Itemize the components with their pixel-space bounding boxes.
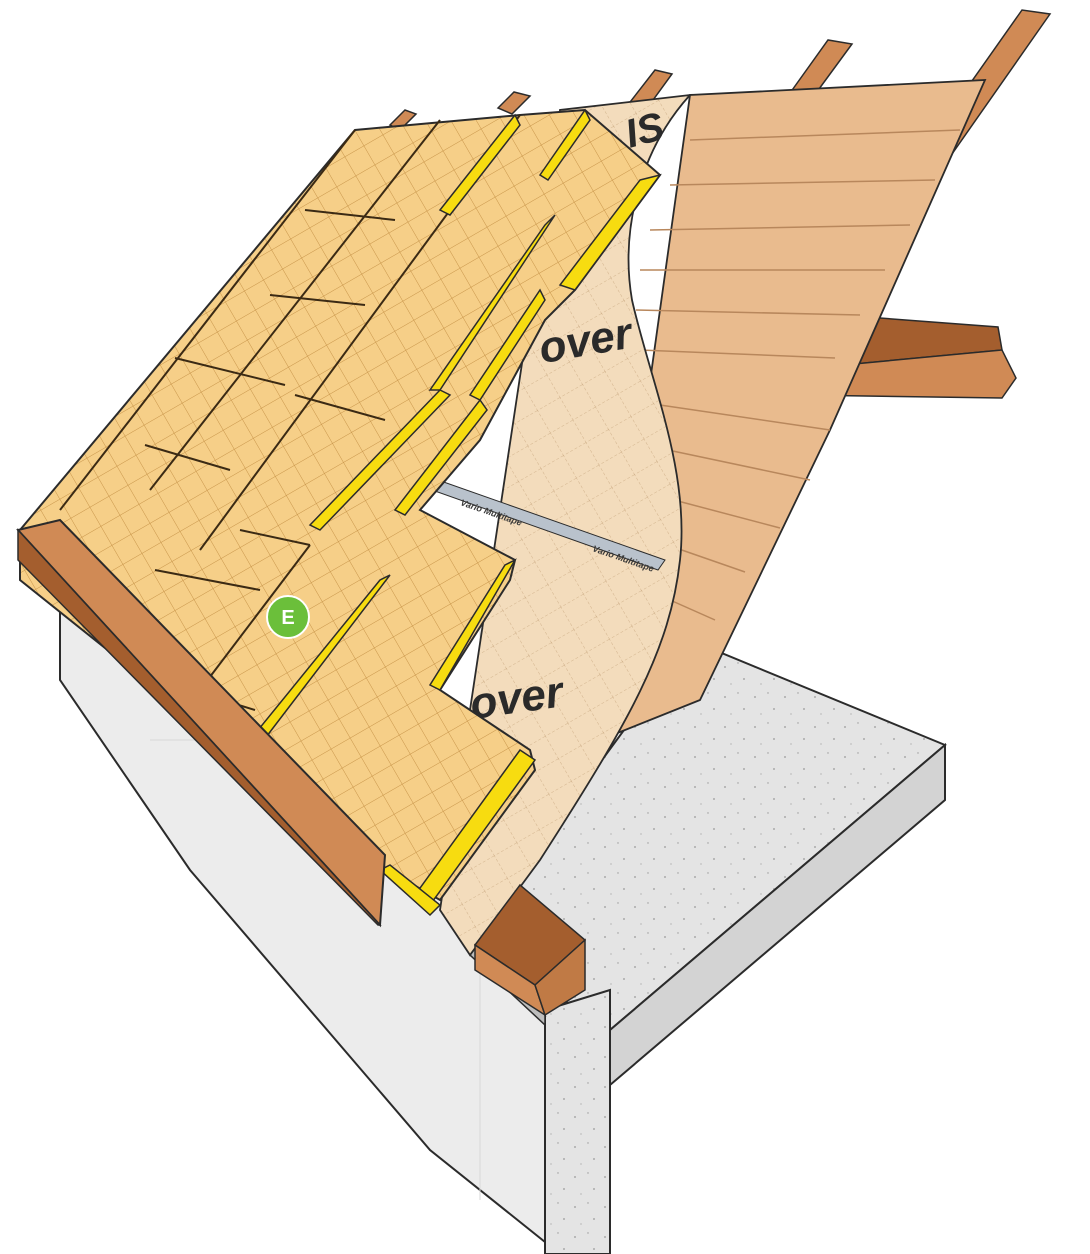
insulation-edges [248,108,662,917]
eaves-rafter [473,883,587,1017]
wood-boards [598,79,987,742]
fascia-board [16,518,387,928]
marker-e-badge: E [266,595,310,639]
marker-e-label: E [281,607,294,629]
